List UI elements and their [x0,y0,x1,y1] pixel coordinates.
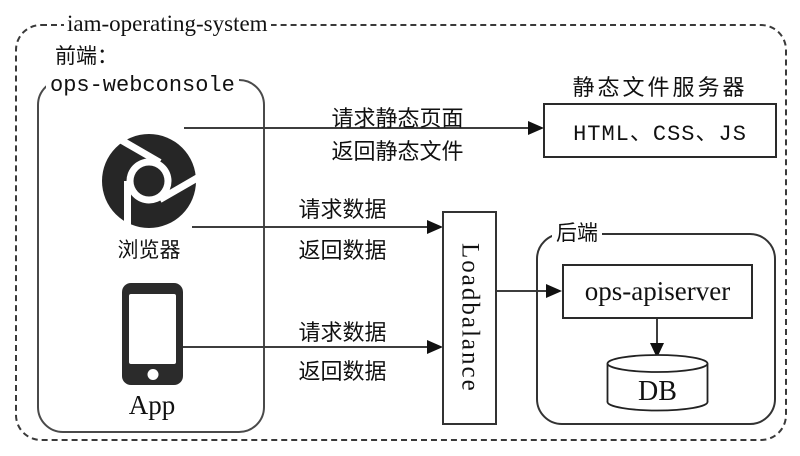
flow-request-label: 请求静态页面 [331,106,464,131]
system-boundary-border [15,24,787,441]
database-label: DB [638,376,677,407]
flow-request-label: 请求数据 [298,320,387,345]
apiserver-label: ops-apiserver [584,276,731,306]
arrowhead-right-icon [528,121,544,135]
arrow-line [192,226,427,228]
smartphone-screen [129,294,176,364]
backend-section-label: 后端 [552,220,602,246]
static-file-server-box: HTML、CSS、JS [543,103,777,158]
arrowhead-right-icon [546,284,562,298]
webconsole-container-label: ops-webconsole [46,72,239,100]
arrowhead-right-icon [427,220,443,234]
arrow-line [183,346,427,348]
app-label: App [128,390,176,420]
smartphone-home-button [147,369,158,380]
arrow-line [656,319,658,343]
flow-request-label: 请求数据 [298,197,387,222]
diagram-title: iam-operating-system [64,11,271,37]
flow-response-label: 返回数据 [298,359,387,384]
static-file-server-content: HTML、CSS、JS [573,121,747,147]
browser-label: 浏览器 [117,238,181,262]
arrowhead-right-icon [427,340,443,354]
flow-response-label: 返回静态文件 [331,139,464,164]
backend-section-box [536,233,776,425]
database-cylinder-icon [606,354,709,412]
arrow-line [184,127,528,129]
static-file-server-title: 静态文件服务器 [572,75,748,100]
arrow-line [497,290,546,292]
smartphone-icon [122,283,183,385]
loadbalancer-label: Loadbalance [456,243,484,393]
loadbalancer-box: Loadbalance [442,211,497,425]
flow-response-label: 返回数据 [298,238,387,263]
apiserver-box: ops-apiserver [562,264,753,319]
chrome-browser-icon [102,134,199,229]
frontend-section-label: 前端： [55,44,118,68]
